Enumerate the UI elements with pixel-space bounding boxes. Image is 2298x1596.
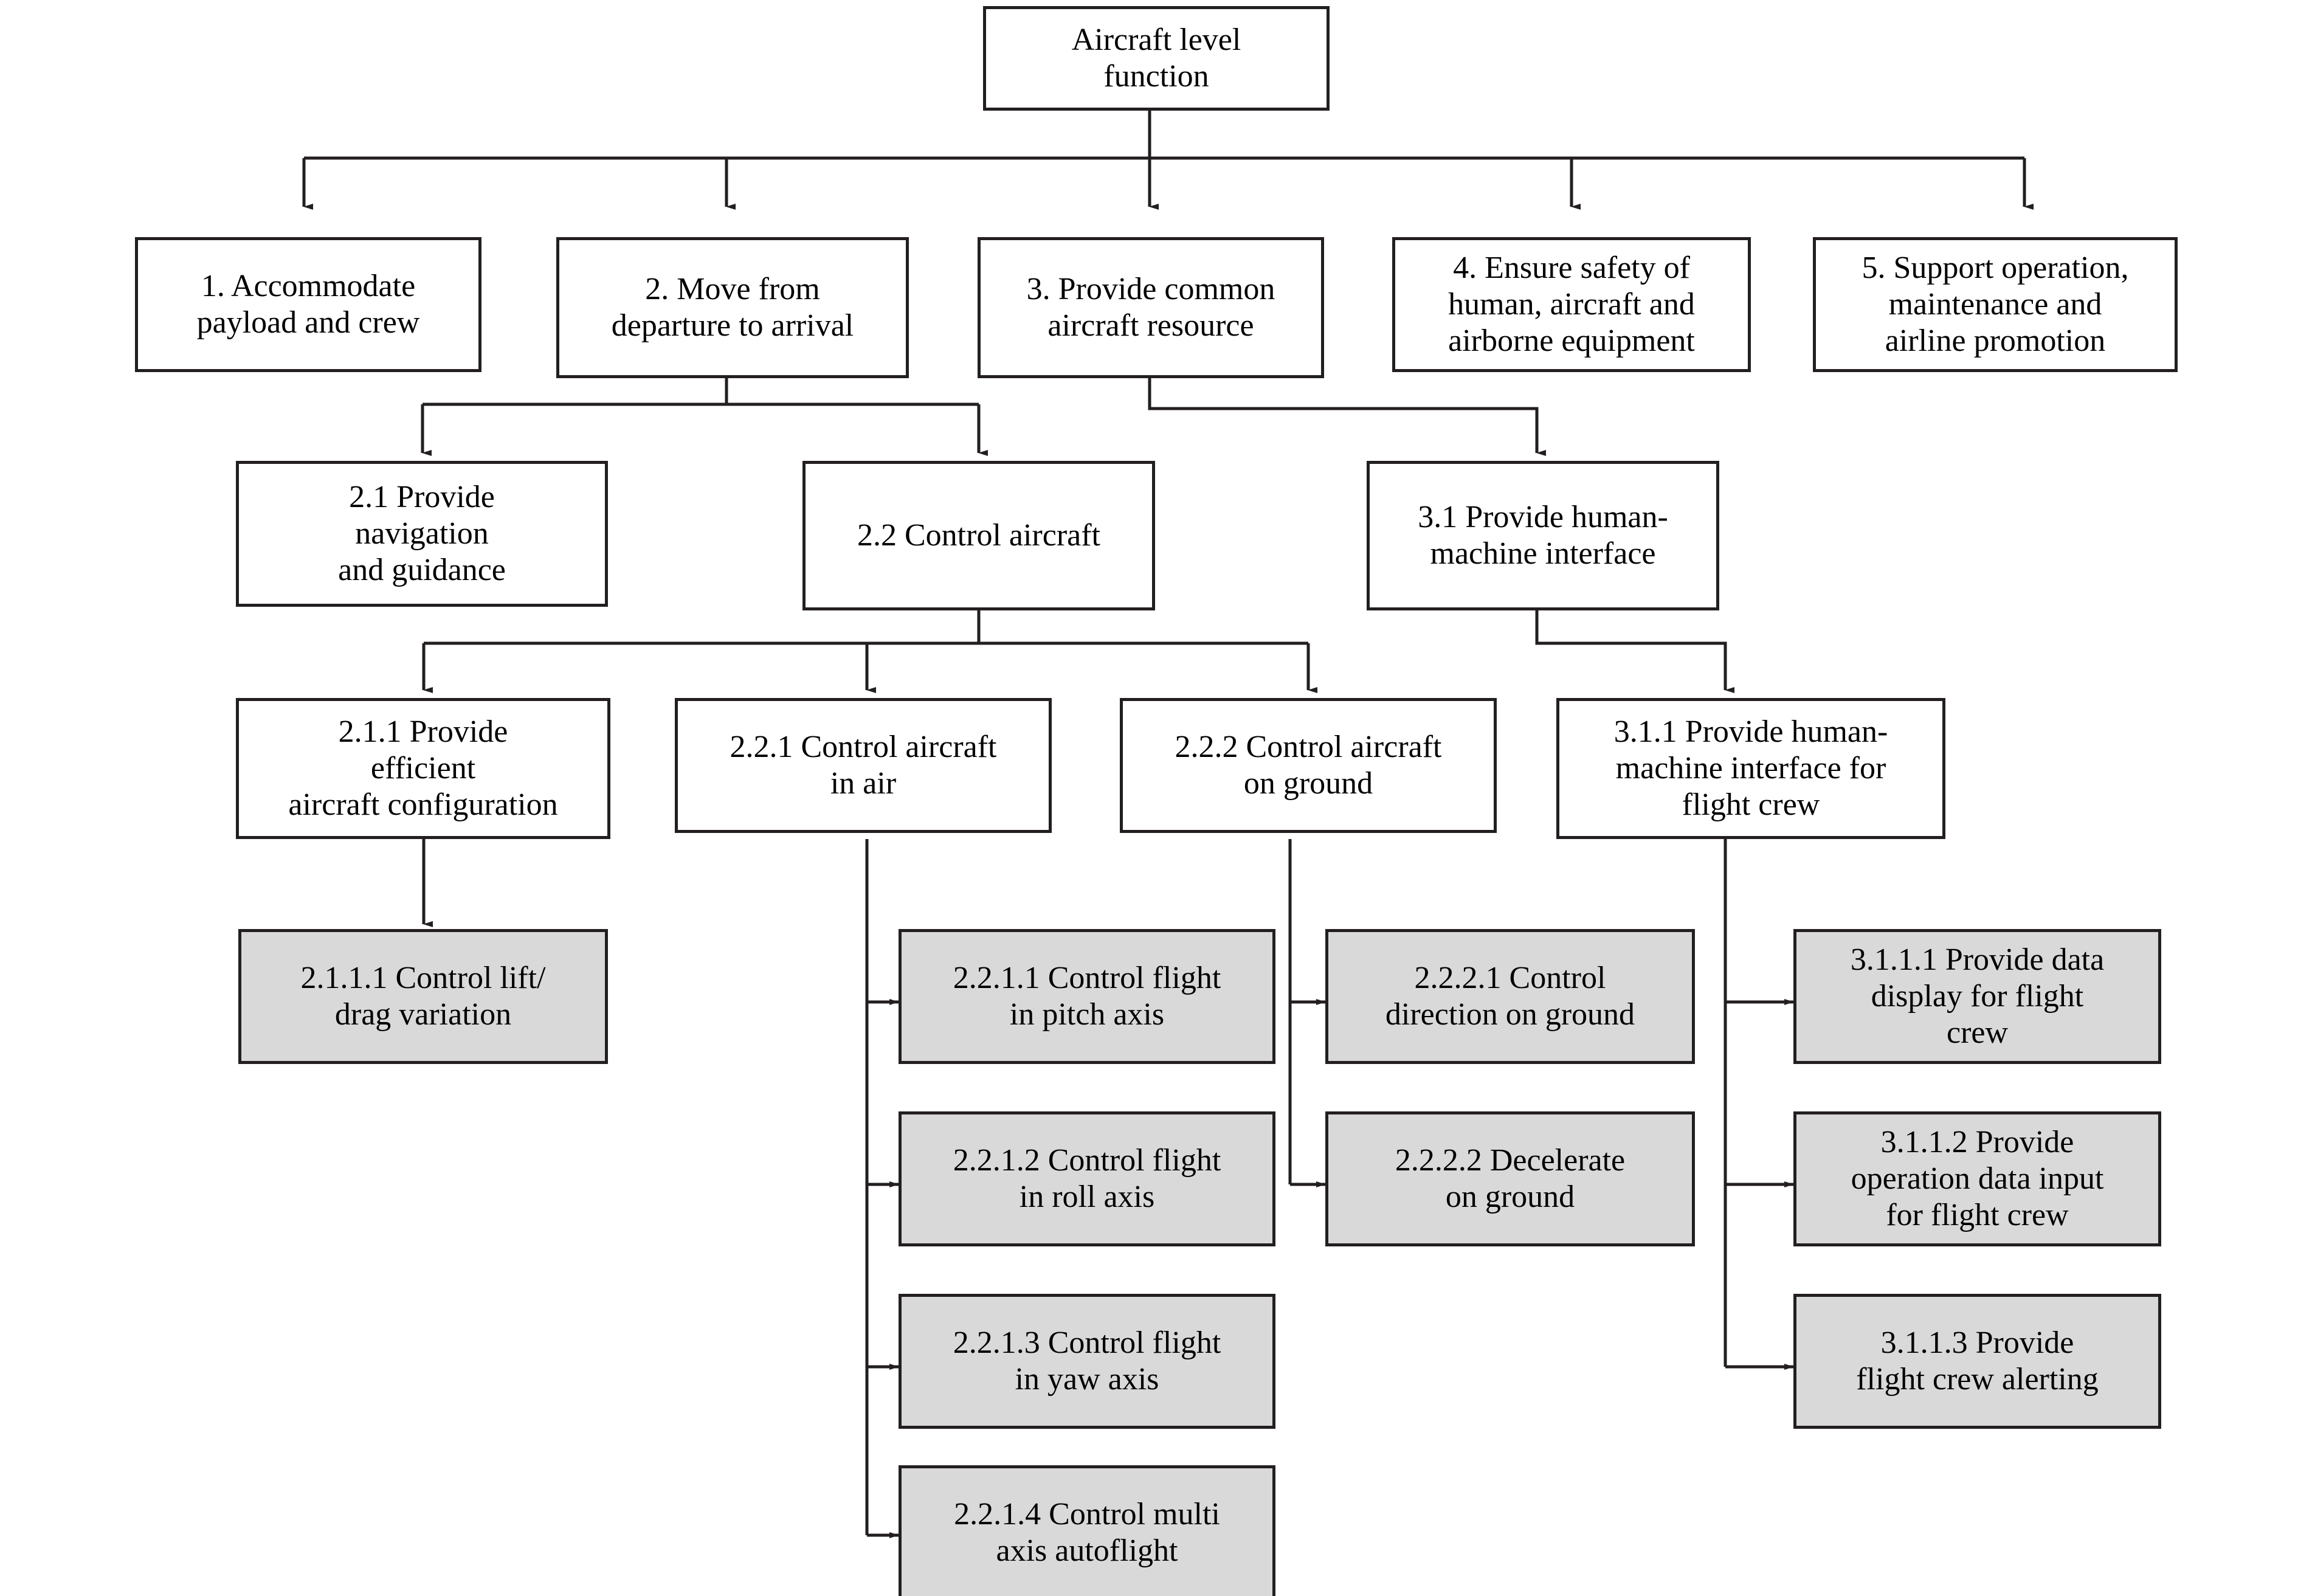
node-2-move-from-departure-to-arrival[interactable]: 2. Move from departure to arrival <box>556 237 909 378</box>
node-2-1-provide-navigation-and-guidance[interactable]: 2.1 Provide navigation and guidance <box>236 461 608 607</box>
node-5-support-operation-maintenance[interactable]: 5. Support operation, maintenance and ai… <box>1813 237 2178 372</box>
node-2-2-2-2-decelerate-on-ground[interactable]: 2.2.2.2 Decelerate on ground <box>1325 1111 1695 1246</box>
node-2-2-1-1-control-flight-in-pitch-axis[interactable]: 2.2.1.1 Control flight in pitch axis <box>899 929 1275 1064</box>
node-2-2-1-2-control-flight-in-roll-axis[interactable]: 2.2.1.2 Control flight in roll axis <box>899 1111 1275 1246</box>
node-2-2-2-1-control-direction-on-ground[interactable]: 2.2.2.1 Control direction on ground <box>1325 929 1695 1064</box>
wire-to-n31 <box>1148 378 1546 456</box>
node-2-2-control-aircraft[interactable]: 2.2 Control aircraft <box>802 461 1155 610</box>
node-3-1-1-3-provide-flight-crew-alerting[interactable]: 3.1.1.3 Provide flight crew alerting <box>1793 1294 2161 1429</box>
node-2-1-1-provide-efficient-aircraft-configuration[interactable]: 2.1.1 Provide efficient aircraft configu… <box>236 698 610 839</box>
node-1-accommodate-payload-and-crew[interactable]: 1. Accommodate payload and crew <box>135 237 481 372</box>
node-2-1-1-1-control-lift-drag-variation[interactable]: 2.1.1.1 Control lift/ drag variation <box>238 929 608 1064</box>
node-3-1-1-provide-human-machine-interface-for-flight-crew[interactable]: 3.1.1 Provide human- machine interface f… <box>1556 698 1945 839</box>
node-4-ensure-safety[interactable]: 4. Ensure safety of human, aircraft and … <box>1392 237 1751 372</box>
node-2-2-1-4-control-multi-axis-autoflight[interactable]: 2.2.1.4 Control multi axis autoflight <box>899 1465 1275 1596</box>
node-2-2-1-3-control-flight-in-yaw-axis[interactable]: 2.2.1.3 Control flight in yaw axis <box>899 1294 1275 1429</box>
node-3-provide-common-aircraft-resource[interactable]: 3. Provide common aircraft resource <box>978 237 1324 378</box>
node-3-1-1-1-provide-data-display-for-flight-crew[interactable]: 3.1.1.1 Provide data display for flight … <box>1793 929 2161 1064</box>
node-aircraft-level-function[interactable]: Aircraft level function <box>983 6 1330 111</box>
node-2-2-1-control-aircraft-in-air[interactable]: 2.2.1 Control aircraft in air <box>675 698 1052 833</box>
node-2-2-2-control-aircraft-on-ground[interactable]: 2.2.2 Control aircraft on ground <box>1120 698 1497 833</box>
node-3-1-provide-human-machine-interface[interactable]: 3.1 Provide human- machine interface <box>1367 461 1719 610</box>
wire-to-n311 <box>1535 610 1734 693</box>
node-3-1-1-2-provide-operation-data-input-for-flight-crew[interactable]: 3.1.1.2 Provide operation data input for… <box>1793 1111 2161 1246</box>
